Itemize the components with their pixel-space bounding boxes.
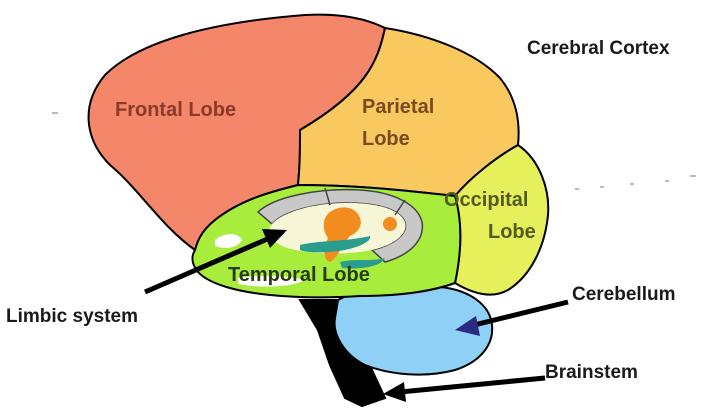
brainstem-arrow: [400, 378, 545, 392]
parietal-lobe-label-line2: Lobe: [362, 128, 410, 150]
limbic-system-label: Limbic system: [6, 306, 138, 327]
cerebellum-label: Cerebellum: [572, 284, 675, 305]
parietal-lobe-label-line1: Parietal: [362, 96, 434, 118]
brainstem-label: Brainstem: [545, 362, 638, 383]
occipital-lobe-label-line1: Occipital: [444, 189, 528, 211]
occipital-lobe-label-line2: Lobe: [488, 221, 536, 243]
temporal-lobe-label: Temporal Lobe: [228, 264, 370, 286]
cerebral-cortex-label: Cerebral Cortex: [527, 38, 670, 59]
brainstem-arrowhead: [383, 382, 406, 402]
limbic-orange-dot: [383, 217, 397, 231]
frontal-lobe-label: Frontal Lobe: [115, 99, 236, 121]
